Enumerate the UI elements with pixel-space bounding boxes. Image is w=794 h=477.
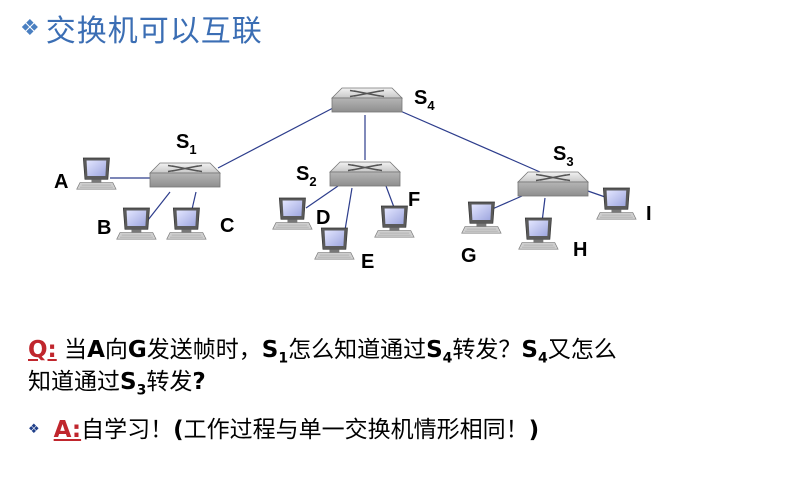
host-i-computer-icon [596, 187, 637, 220]
host-h-label: H [573, 239, 587, 261]
host-i-label: I [646, 203, 652, 225]
switch-s2-icon [329, 161, 401, 187]
host-a-computer-icon [76, 157, 117, 190]
host-b-computer-icon [116, 207, 157, 240]
question-line-1: Q: 当A向G发送帧时，S1怎么知道通过S4转发？S4又怎么 [28, 337, 617, 367]
host-g-computer-icon [461, 201, 502, 234]
link-s3-g [489, 195, 523, 211]
host-g-label: G [461, 245, 477, 267]
host-c-label: C [220, 215, 234, 237]
question-label: Q: [28, 337, 57, 363]
switch-ref-s1: S1 [261, 337, 289, 367]
host-d-computer-icon [272, 197, 313, 230]
question-line-2: 知道通过S3转发? [28, 369, 206, 399]
host-b-label: B [97, 217, 111, 239]
switch-s2-label: S2 [296, 163, 317, 189]
host-d-label: D [316, 207, 330, 229]
title-text: 交换机可以互联 [45, 14, 263, 49]
host-e-label: E [361, 251, 374, 273]
switch-s3-label: S3 [553, 143, 574, 169]
switch-ref-s4: S4 [426, 337, 453, 367]
host-e-computer-icon [314, 227, 355, 260]
link-s1-b [147, 191, 171, 221]
host-f-label: F [408, 189, 420, 211]
network-diagram: S4 S1 S2 S3 A B C D E F G H I [54, 87, 652, 273]
answer-label: A: [53, 417, 82, 443]
switch-ref-s4-second: S4 [521, 337, 548, 367]
host-c-computer-icon [166, 207, 207, 240]
answer-text: 自学习！ [81, 417, 174, 443]
switch-s4-icon [331, 87, 403, 113]
host-ref-a: A [87, 337, 105, 363]
answer-line: ❖ A: 自学习！ ( 工作过程与单一交换机情形相同！ ) [28, 414, 539, 446]
host-ref-g: G [127, 337, 147, 363]
switch-s1-icon [149, 162, 221, 188]
host-a-label: A [54, 171, 68, 193]
link-s2-d [305, 185, 339, 209]
switch-s4-label: S4 [414, 87, 435, 113]
link-s4-s3 [397, 109, 541, 173]
host-h-computer-icon [518, 217, 559, 250]
diamond-bullet-icon: ❖ [20, 15, 40, 41]
slide-title: ❖ 交换机可以互联 [20, 8, 263, 49]
link-s4-s1 [217, 107, 334, 169]
switch-s3-icon [517, 171, 589, 197]
switch-s1-label: S1 [176, 131, 197, 157]
switch-ref-s3: S3 [120, 369, 147, 399]
answer-detail: 工作过程与单一交换机情形相同！ [183, 417, 529, 443]
diamond-bullet-icon: ❖ [28, 422, 40, 437]
